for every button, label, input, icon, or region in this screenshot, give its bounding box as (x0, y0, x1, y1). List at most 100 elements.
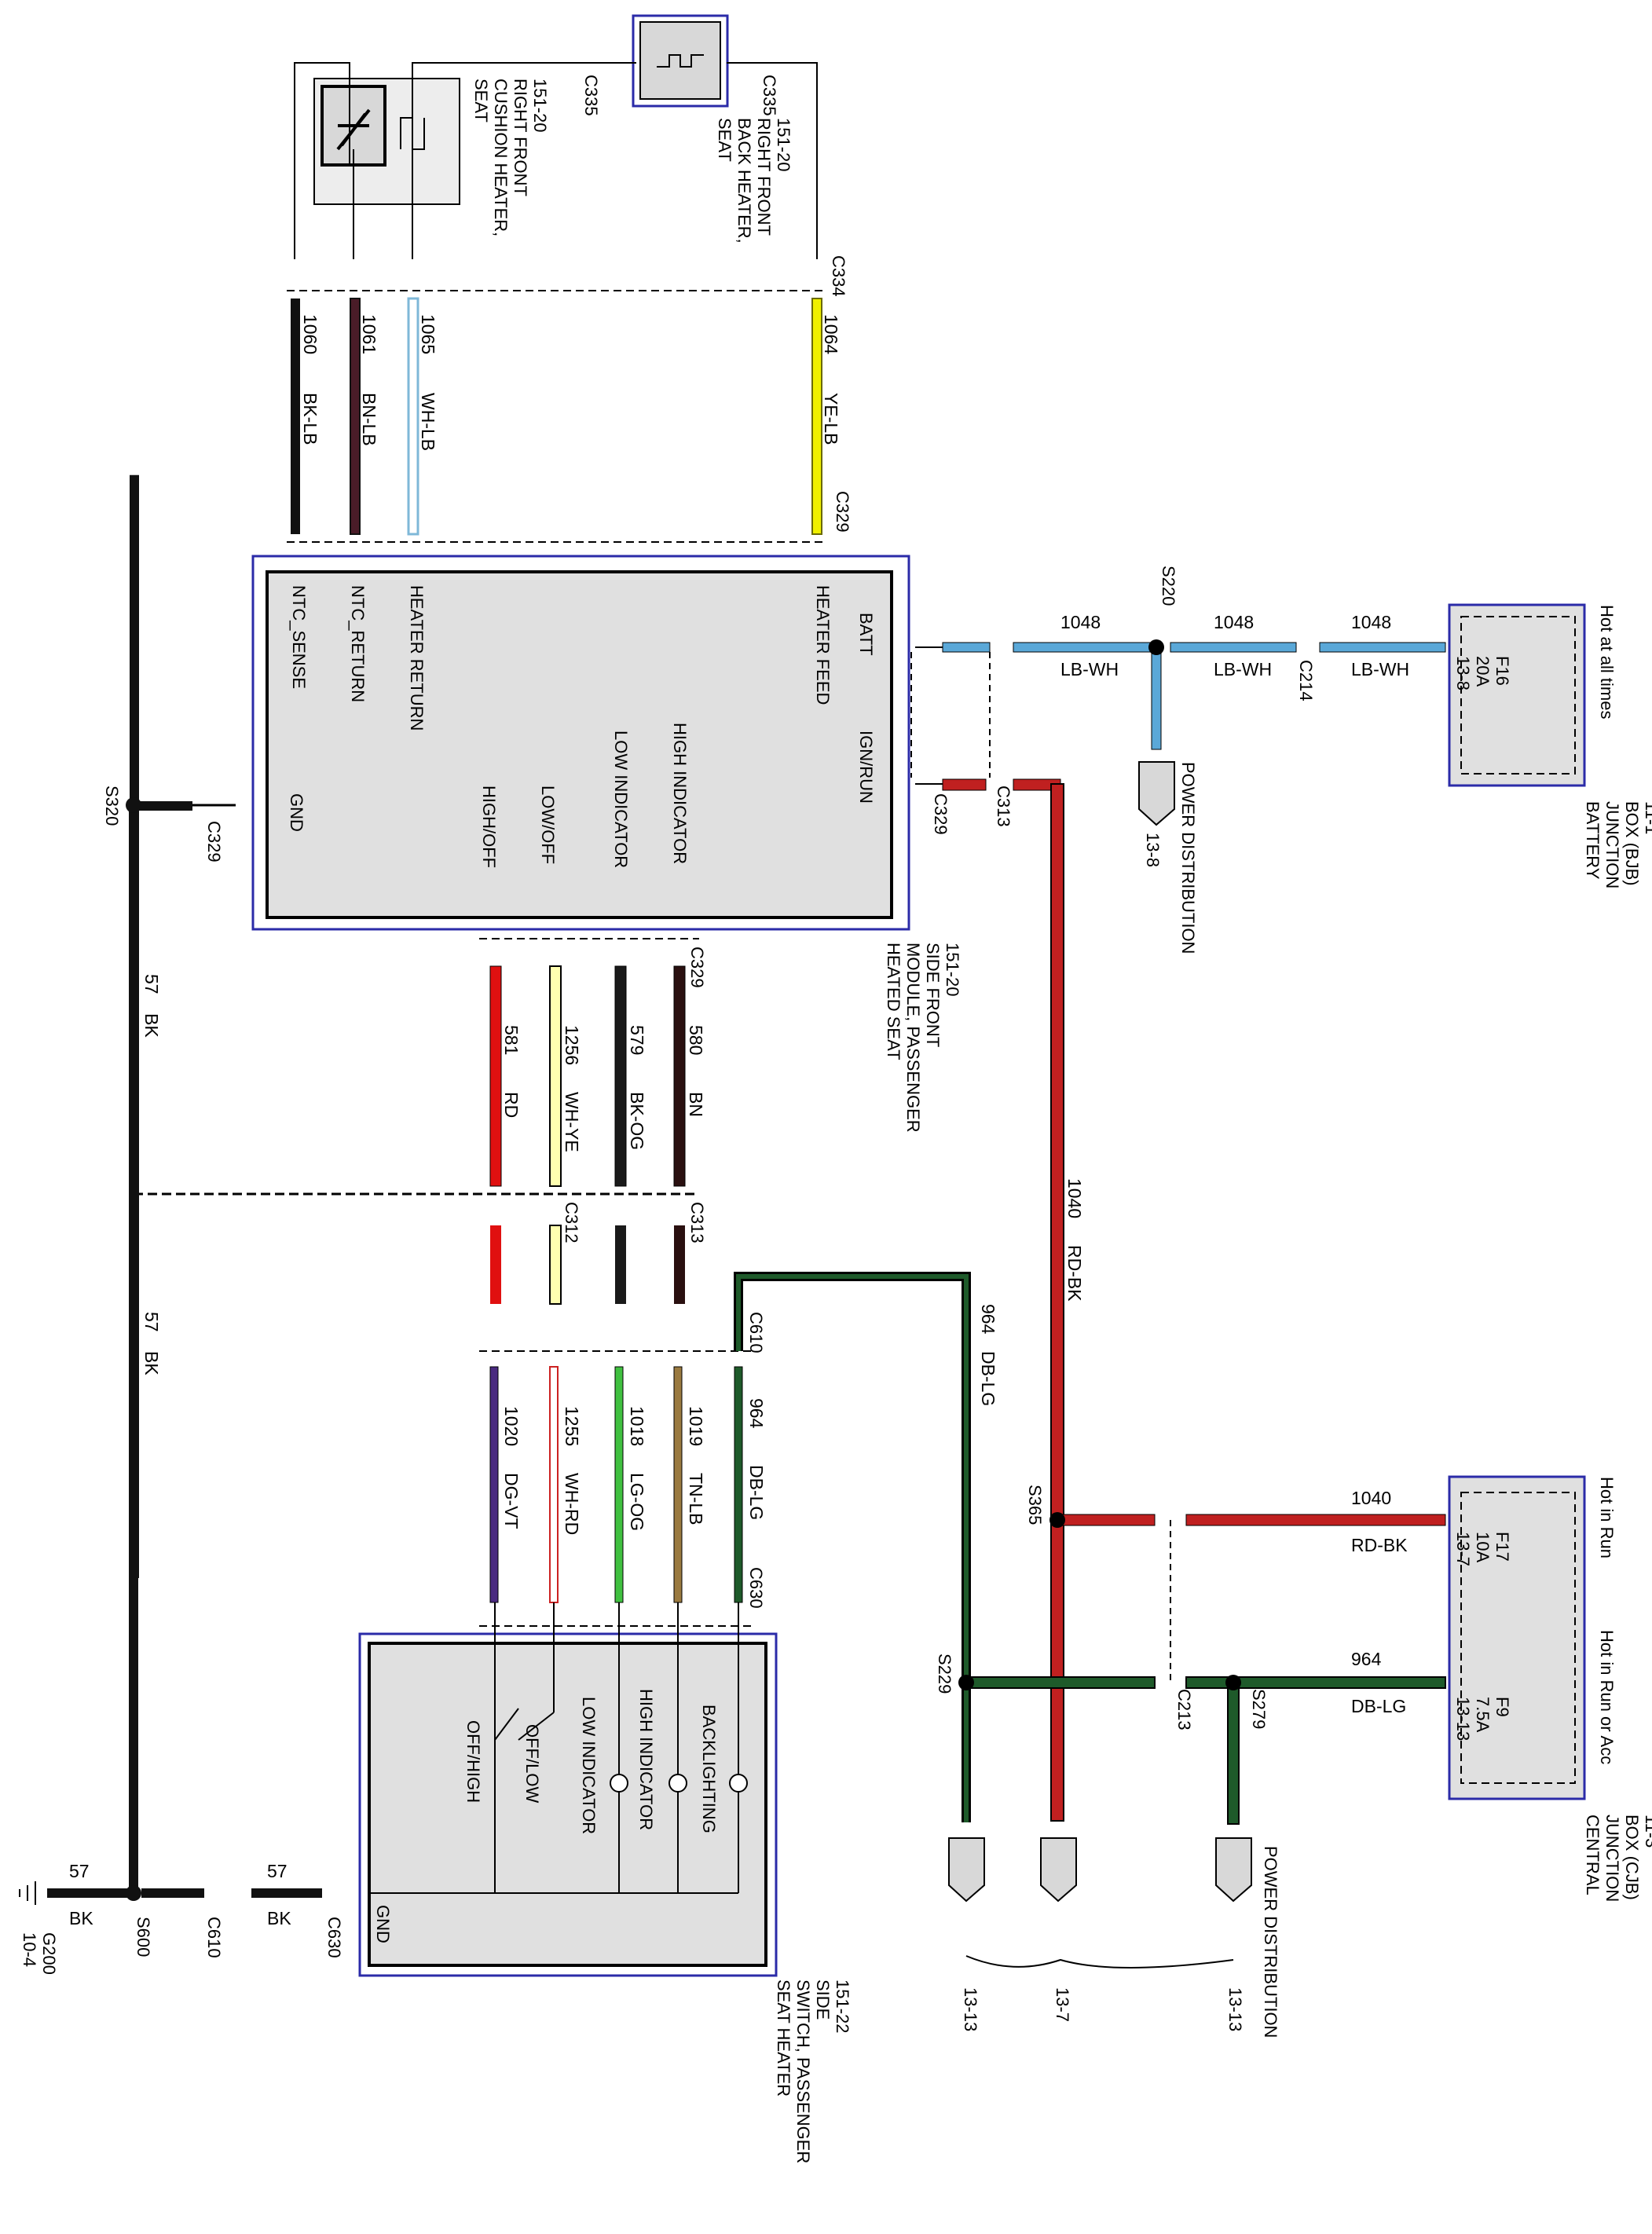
switch-name-3: SIDE (813, 1979, 833, 2020)
wire-1019-color: TN-LB (686, 1473, 706, 1525)
pd2-ref: 13-13 (1225, 1987, 1245, 2031)
bjb-fuse-name: F16 (1493, 656, 1512, 686)
c610-label-top: C610 (746, 1312, 766, 1353)
wire-580-circuit: 580 (686, 1025, 706, 1055)
c334-label: C334 (829, 255, 848, 297)
ground-wiring (19, 474, 322, 1905)
wire-1060-circuit: 1060 (300, 314, 321, 354)
pin-high-off: HIGH/OFF (479, 786, 499, 868)
c335-label-right: C335 (760, 75, 779, 116)
sw-pin-off-high: OFF/HIGH (463, 1720, 483, 1803)
batt-feed (915, 639, 1446, 826)
wire-964-circuit-1: 964 (978, 1304, 998, 1335)
wire-57-color-3: BK (69, 1908, 93, 1928)
pin-gnd-module: GND (287, 793, 306, 832)
wire-581-color: RD (501, 1092, 522, 1118)
module-name-4: 151-20 (943, 943, 962, 997)
wire-57-color-2: BK (141, 1351, 162, 1375)
wire-1060-color: BK-LB (300, 393, 321, 445)
cjb-fuse-top-ref: 13-7 (1453, 1532, 1473, 1566)
pin-heater-feed: HEATER FEED (813, 585, 833, 705)
c630-label-top: C630 (746, 1567, 766, 1609)
cjb-name-2: JUNCTION (1603, 1815, 1622, 1902)
s600-label: S600 (134, 1917, 153, 1957)
switch-name-1: SEAT HEATER (774, 1979, 793, 2097)
sw-pin-low-indicator: LOW INDICATOR (579, 1697, 599, 1834)
c630-label-gnd: C630 (324, 1917, 344, 1958)
ref-13-7: 13-7 (1053, 1987, 1072, 2022)
sw-pin-gnd: GND (373, 1905, 393, 1943)
c329-label-gnd: C329 (204, 821, 224, 862)
cjb-box: F17 10A 13-7 F9 7.5A 13-13 (1448, 1475, 1586, 1800)
g200-name: G200 (39, 1932, 59, 1975)
c213-label: C213 (1174, 1689, 1194, 1730)
bjb-name-4: 11-1 (1642, 801, 1652, 834)
hot-at-all-times: Hot at all times (1597, 605, 1617, 720)
wire-57-circuit-3: 57 (69, 1861, 90, 1881)
bjb-box: F16 20A 13-8 (1448, 603, 1586, 787)
wire-57-color-1: BK (141, 1013, 162, 1038)
pin-ntc-sense: NTC_SENSE (289, 585, 309, 689)
s320-label: S320 (102, 786, 122, 826)
wire-1040-color-2: RD-BK (1351, 1535, 1408, 1555)
switch-name-2: SWITCH, PASSENGER (793, 1979, 813, 2163)
wire-579-circuit: 579 (627, 1025, 647, 1055)
back-heater-name-1: SEAT (715, 118, 734, 162)
wire-1048-color-3: LB-WH (1351, 659, 1409, 679)
pin-batt: BATT (856, 613, 876, 656)
wire-1040-color-1: RD-BK (1064, 1245, 1085, 1302)
c329-label-mid: C329 (687, 947, 707, 988)
cushion-heater-name-3: RIGHT FRONT (511, 79, 530, 196)
wire-1256-color: WH-YE (562, 1092, 582, 1152)
wire-964-circuit-2: 964 (1351, 1649, 1382, 1669)
bjb-fuse-rating: 20A (1473, 656, 1493, 687)
bjb-fuse-ref: 13-8 (1453, 656, 1473, 690)
c214-label: C214 (1296, 660, 1316, 701)
pd1-name: POWER DISTRIBUTION (1178, 762, 1198, 954)
cjb-fuse-bottom-rating: 7.5A (1473, 1697, 1493, 1733)
wire-1048-color-2: LB-WH (1214, 659, 1272, 679)
pd2-name: POWER DISTRIBUTION (1261, 1846, 1280, 2038)
cjb-name-1: CENTRAL (1583, 1815, 1603, 1895)
module-name-1: HEATED SEAT (884, 943, 903, 1060)
cjb-fuse-top-rating: 10A (1473, 1532, 1493, 1562)
wire-1040-circuit-2: 1040 (1351, 1488, 1391, 1508)
wire-1061-circuit: 1061 (359, 314, 379, 354)
seat-cushion-heater: SEAT CUSHION HEATER, RIGHT FRONT 151-20 (313, 78, 550, 236)
sw-pin-off-low: OFF/LOW (522, 1724, 542, 1803)
s220-label: S220 (1159, 566, 1178, 606)
wire-1020-circuit: 1020 (501, 1406, 522, 1446)
seat-heater-switch: BACKLIGHTING HIGH INDICATOR LOW INDICATO… (358, 1602, 852, 2163)
ref-13-13-left: 13-13 (961, 1987, 980, 2031)
wire-57-circuit-4: 57 (267, 1861, 288, 1881)
s279-label: S279 (1249, 1689, 1269, 1729)
seat-back-heater: SEAT BACK HEATER, RIGHT FRONT 151-20 (632, 14, 793, 244)
wire-1018-color: LG-OG (627, 1473, 647, 1531)
wire-964-circuit-switch: 964 (746, 1398, 767, 1429)
cjb-fuse-bottom-ref: 13-13 (1453, 1697, 1473, 1741)
pin-ntc-return: NTC_RETURN (348, 585, 368, 702)
c335-label-left: C335 (581, 75, 601, 116)
top-wiring (287, 62, 825, 543)
pin-low-off: LOW/OFF (538, 786, 558, 864)
c312-label: C312 (562, 1202, 581, 1243)
wire-1048-circuit-2: 1048 (1214, 612, 1254, 632)
cjb-name-4: 11-3 (1642, 1815, 1652, 1848)
cjb-fuse-top-name: F17 (1493, 1532, 1512, 1562)
wire-57-circuit-1: 57 (141, 974, 162, 994)
wire-1065-circuit: 1065 (418, 314, 438, 354)
c610-label-gnd: C610 (204, 1917, 224, 1958)
wire-1255-circuit: 1255 (562, 1406, 582, 1446)
wire-57-color-4: BK (267, 1908, 291, 1928)
s229-label: S229 (935, 1654, 954, 1694)
wire-57-circuit-2: 57 (141, 1312, 162, 1332)
wire-580-color: BN (686, 1092, 706, 1117)
bjb-name-3: BOX (BJB) (1622, 801, 1642, 886)
back-heater-name-3: RIGHT FRONT (754, 118, 774, 236)
pin-low-indicator: LOW INDICATOR (611, 731, 631, 868)
cushion-heater-name-2: CUSHION HEATER, (491, 79, 511, 236)
cushion-heater-name-4: 151-20 (530, 79, 550, 133)
bjb-name-1: BATTERY (1583, 801, 1603, 880)
wire-1256-circuit: 1256 (562, 1025, 582, 1065)
